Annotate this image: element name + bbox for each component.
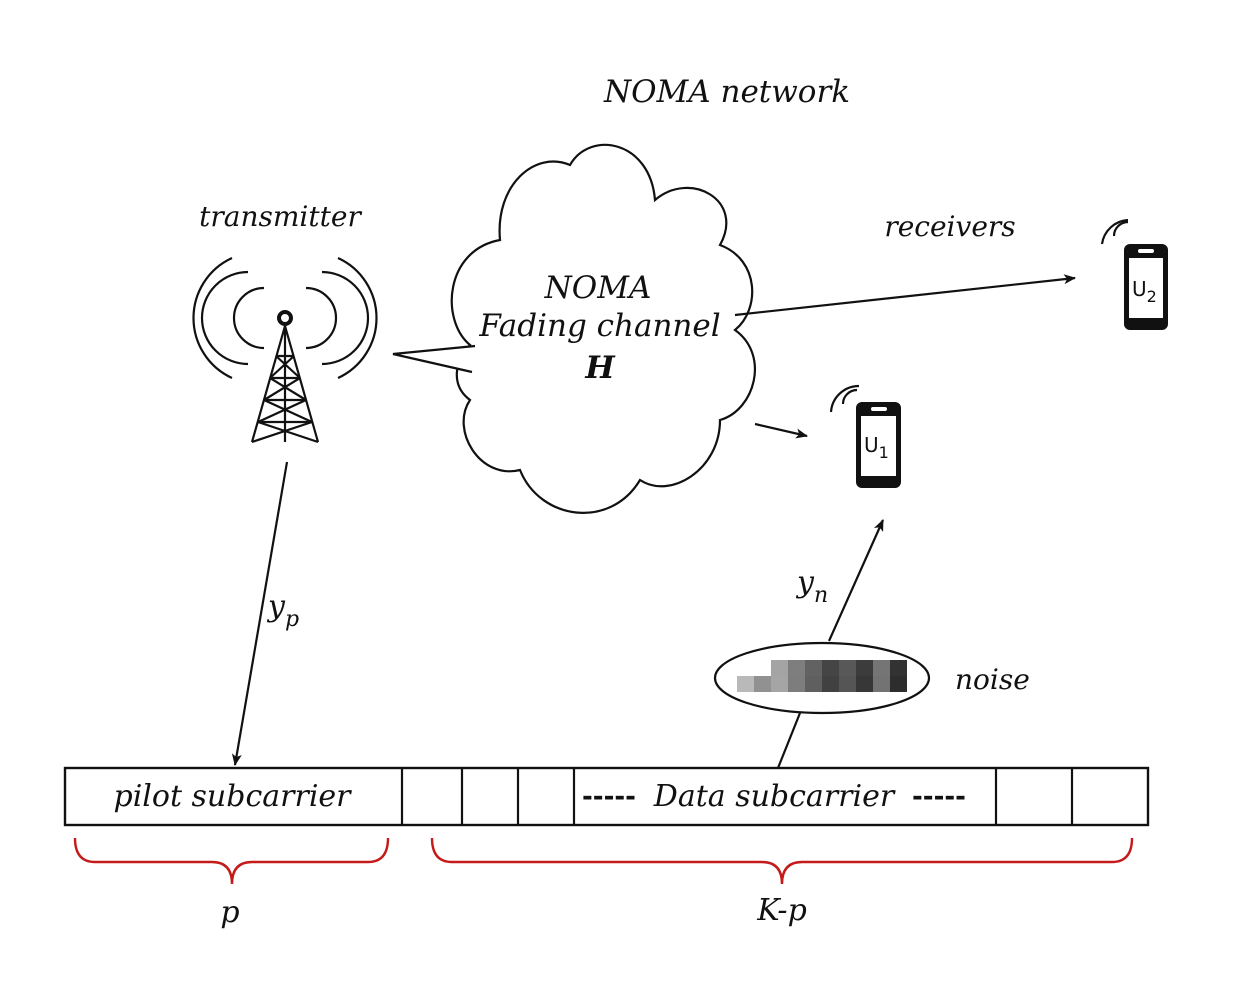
dash-left: ----- [582, 782, 636, 812]
noise-cell [873, 660, 890, 676]
noise-cell [788, 676, 805, 692]
subcarrier-frame [63, 766, 1150, 827]
noise-cell [890, 676, 907, 692]
noise-cell [856, 660, 873, 676]
noise-cell [822, 676, 839, 692]
noise-cell [839, 676, 856, 692]
noise-cell [805, 660, 822, 676]
data-count-label: K-p [756, 893, 807, 928]
noise-cell [873, 676, 890, 692]
channel-matrix-symbol: H [584, 350, 616, 386]
noise-cell [839, 660, 856, 676]
channel-line1: NOMA [544, 270, 652, 306]
fading-channel-cloud [392, 143, 756, 514]
pilot-signal-arrow [231, 461, 289, 766]
noise-cell [771, 660, 788, 676]
phone-u1-screen [861, 416, 896, 476]
noise-cell [771, 676, 788, 692]
user-u1-phone: U1 [829, 384, 901, 488]
dash-right: ----- [912, 782, 966, 812]
data-line-lower [776, 712, 802, 769]
pilot-count-label: p [220, 895, 239, 930]
noise-cell [822, 660, 839, 676]
noise-cell [754, 676, 771, 692]
arrow-to-u2 [734, 274, 1076, 317]
phone-u2-screen [1129, 258, 1163, 318]
transmitter-tower-icon [192, 257, 378, 444]
diagram-title: NOMA network [603, 74, 850, 110]
data-signal-label: yn [795, 565, 828, 608]
pilot-signal-label: yp [266, 589, 299, 632]
noise-cell [788, 660, 805, 676]
channel-line2: Fading channel [478, 308, 720, 344]
data-signal-arrow [827, 519, 885, 642]
noise-pattern [737, 660, 907, 692]
pilot-brace [73, 837, 390, 885]
noise-cell [856, 676, 873, 692]
data-brace [430, 837, 1134, 885]
noise-cell [805, 676, 822, 692]
user-u2-phone: U2 [1100, 218, 1168, 330]
subcarrier-bar [63, 766, 1150, 827]
data-subcarrier-label: Data subcarrier [653, 779, 896, 814]
arrow-to-u1 [754, 422, 808, 439]
noise-label: noise [955, 663, 1030, 696]
user-u1-label: U1 [864, 433, 889, 462]
noise-cell [737, 676, 754, 692]
receivers-label: receivers [884, 210, 1015, 243]
transmitter-label: transmitter [199, 200, 362, 233]
noise-ellipse [713, 641, 931, 715]
pilot-subcarrier-label: pilot subcarrier [113, 779, 352, 814]
user-u2-label: U2 [1132, 277, 1157, 306]
noise-cell [890, 660, 907, 676]
